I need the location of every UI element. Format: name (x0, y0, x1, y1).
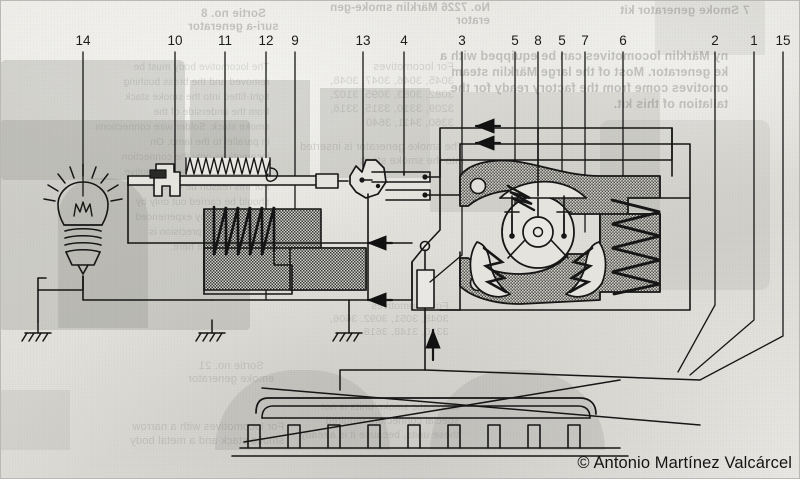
callout-label: 1 (750, 33, 758, 48)
switch-node-and-resistor (411, 213, 463, 371)
ground-symbol-left (21, 321, 52, 342)
callout-label: 8 (534, 33, 542, 48)
callout-label: 10 (167, 33, 183, 48)
ground-symbol-middle (195, 319, 226, 342)
magnet-yoke-arc (499, 180, 587, 212)
copyright-notice: © Antonio Martínez Valcárcel (577, 454, 792, 472)
locomotive-chassis (243, 369, 701, 443)
callout-label: 5 (558, 33, 566, 48)
callout-label: 14 (75, 33, 91, 48)
piston-rod-assembly (127, 163, 325, 197)
callout-label: 5 (511, 33, 519, 48)
callout-label: 4 (400, 33, 408, 48)
railway-track (231, 424, 629, 457)
armature-rotor (501, 195, 575, 269)
ground-symbol-right (332, 319, 363, 342)
field-winding-right (565, 241, 607, 298)
callout-label: 6 (619, 33, 627, 48)
callout-label: 9 (291, 33, 299, 48)
field-winding-left (469, 241, 511, 298)
callout-label: 3 (458, 33, 466, 48)
lamp-light-rays (43, 163, 123, 202)
callout-leader-lines (82, 51, 784, 381)
callout-label: 15 (775, 33, 791, 48)
heater-chamber-outline (203, 208, 293, 295)
right-field-coil (610, 198, 661, 296)
rod-end-fitting (315, 173, 349, 189)
callout-label: 7 (581, 33, 589, 48)
lamp-wiring (37, 275, 213, 323)
piston-return-spring (185, 157, 279, 183)
motor-wiring (424, 127, 691, 311)
lamp-bulb (57, 181, 109, 275)
cam-linkage-lever (349, 159, 387, 199)
callout-label: 11 (217, 33, 233, 48)
callout-label: 2 (711, 33, 719, 48)
heating-coil-element (212, 205, 276, 256)
callout-label: 13 (355, 33, 371, 48)
callout-label: 12 (258, 33, 274, 48)
